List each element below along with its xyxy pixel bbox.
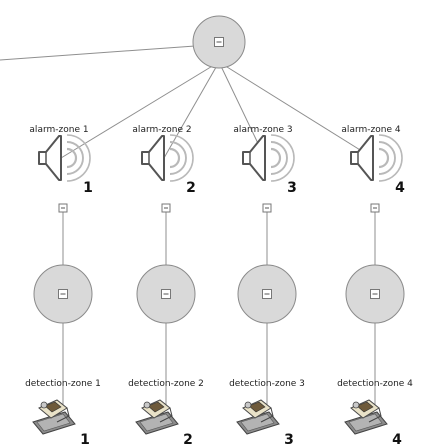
speaker-icon — [141, 134, 194, 182]
zone-column-1: alarm-zone 1 1 detection-zone 1 1 — [25, 125, 101, 446]
detector-node[interactable]: 1 — [32, 399, 90, 446]
speaker-icon — [350, 134, 403, 182]
detection-zone-node[interactable] — [345, 264, 405, 324]
detection-zone-label: detection-zone 4 — [337, 379, 413, 389]
alarm-zone-label: alarm-zone 3 — [233, 125, 292, 135]
detection-zone-node[interactable] — [136, 264, 196, 324]
alarm-zone-label: alarm-zone 1 — [29, 125, 88, 135]
alarm-zone-number: 3 — [287, 180, 297, 196]
collapse-icon[interactable] — [262, 289, 272, 299]
detector-number: 1 — [80, 432, 90, 446]
detector-device-icon — [135, 399, 179, 435]
alarm-zone-node[interactable]: 1 — [38, 134, 93, 196]
collapse-icon[interactable] — [58, 203, 68, 213]
detector-number: 3 — [284, 432, 294, 446]
edge-root-alarm-4 — [218, 61, 374, 159]
alarm-zone-number: 1 — [83, 180, 93, 196]
edge-offscreen — [0, 45, 196, 61]
detection-zone-label: detection-zone 2 — [128, 379, 204, 389]
collapse-icon[interactable] — [370, 289, 380, 299]
detection-zone-label: detection-zone 1 — [25, 379, 101, 389]
collapse-icon[interactable] — [262, 203, 272, 213]
alarm-zone-node[interactable]: 4 — [350, 134, 405, 196]
detector-node[interactable]: 4 — [344, 399, 402, 446]
detector-node[interactable]: 2 — [135, 399, 193, 446]
collapse-icon[interactable] — [370, 203, 380, 213]
detection-zone-node[interactable] — [33, 264, 93, 324]
collapse-icon[interactable] — [214, 37, 224, 47]
alarm-zone-number: 2 — [186, 180, 196, 196]
detector-number: 4 — [392, 432, 402, 446]
speaker-icon — [242, 134, 295, 182]
alarm-zone-label: alarm-zone 2 — [132, 125, 191, 135]
edges-layer — [0, 45, 376, 405]
detection-zone-label: detection-zone 3 — [229, 379, 305, 389]
alarm-zone-node[interactable]: 3 — [242, 134, 297, 196]
speaker-icon — [38, 134, 91, 182]
collapse-icon[interactable] — [161, 289, 171, 299]
detector-node[interactable]: 3 — [236, 399, 294, 446]
detector-device-icon — [236, 399, 280, 435]
alarm-zone-label: alarm-zone 4 — [341, 125, 400, 135]
collapse-icon[interactable] — [58, 289, 68, 299]
edge-root-alarm-1 — [60, 61, 220, 159]
zone-column-3: alarm-zone 3 3 detection-zone 3 3 — [229, 125, 305, 446]
zone-column-4: alarm-zone 4 4 detection-zone 4 4 — [337, 125, 413, 446]
detector-device-icon — [344, 399, 388, 435]
detector-device-icon — [32, 399, 76, 435]
collapse-icon[interactable] — [161, 203, 171, 213]
detector-number: 2 — [183, 432, 193, 446]
detection-zone-node[interactable] — [237, 264, 297, 324]
alarm-zone-number: 4 — [395, 180, 405, 196]
root-node[interactable] — [192, 15, 246, 69]
edge-root-alarm-2 — [163, 61, 220, 159]
zone-column-2: alarm-zone 2 2 detection-zone 2 2 — [128, 125, 204, 446]
alarm-zone-node[interactable]: 2 — [141, 134, 196, 196]
